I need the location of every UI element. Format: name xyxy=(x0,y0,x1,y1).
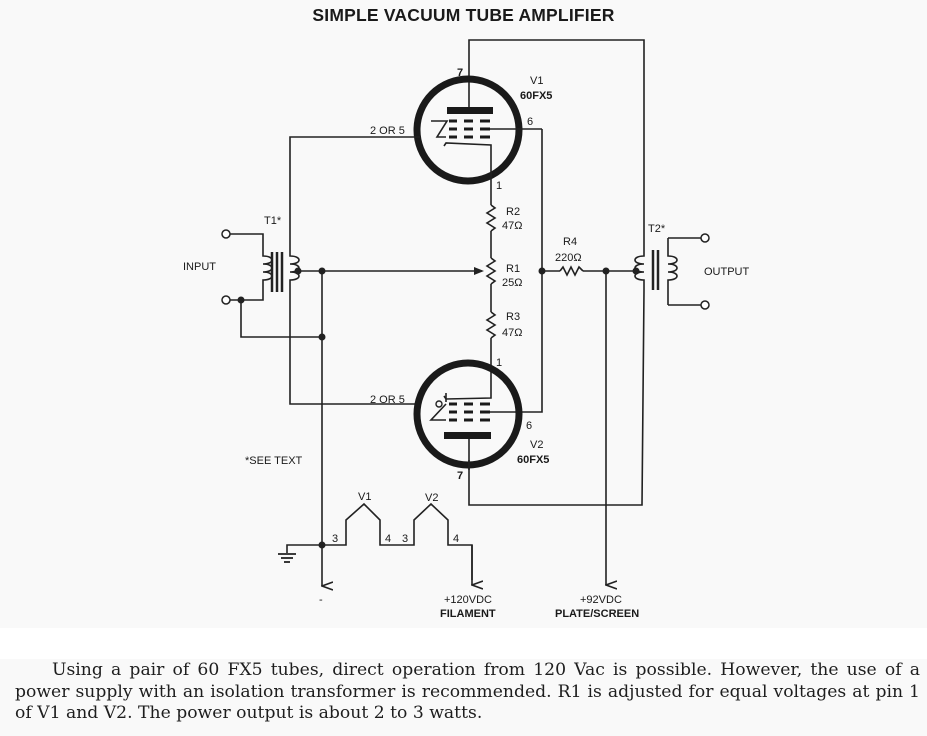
input-terminal-bottom xyxy=(221,295,231,305)
filament-supply-label: FILAMENT xyxy=(440,608,496,620)
separator-band xyxy=(0,628,927,659)
t2-ref-label: T2* xyxy=(648,223,666,235)
r3-value-label: 47Ω xyxy=(502,327,522,339)
r4-ref-label: R4 xyxy=(563,236,577,248)
node-input-return-bus xyxy=(318,333,326,341)
resistor-r4 xyxy=(559,265,584,277)
r1-value-label: 25Ω xyxy=(502,277,522,289)
output-terminal-bottom xyxy=(700,300,710,310)
wire-v1-plate-to-t2 xyxy=(468,39,645,252)
filament-chain xyxy=(322,502,473,580)
negative-supply-label: - xyxy=(319,594,323,606)
tube-v2-pin6-label: 6 xyxy=(526,420,532,432)
tube-v2-heater xyxy=(429,403,447,421)
tube-v1-pin6-label: 6 xyxy=(527,116,533,128)
tube-v1-ref-label: V1 xyxy=(530,75,543,87)
resistor-r1 xyxy=(485,257,497,285)
plate-voltage-label: +92VDC xyxy=(580,594,622,606)
tube-v2-grid-label: 2 OR 5 xyxy=(370,394,405,406)
wire-v1-grid xyxy=(289,136,420,252)
transformer-t1: T1* INPUT xyxy=(183,215,302,305)
tube-v2-pin1-label: 1 xyxy=(496,357,502,369)
caption-text: Using a pair of 60 FX5 tubes, direct ope… xyxy=(15,660,920,723)
tube-v1-cathode xyxy=(443,142,492,181)
ground-icon xyxy=(278,553,296,563)
filament-pin-v1-3: 3 xyxy=(332,533,338,545)
tube-v2-cathode xyxy=(443,375,492,400)
r1-wiper-arrow xyxy=(474,267,484,275)
r3-ref-label: R3 xyxy=(506,311,520,323)
tube-v1-plate xyxy=(447,107,493,114)
tube-v1-type-label: 60FX5 xyxy=(520,90,552,102)
filament-pin-v2-3: 3 xyxy=(402,533,408,545)
wire-input-return xyxy=(240,300,322,338)
tube-v2-type-label: 60FX5 xyxy=(517,454,549,466)
input-terminal-top xyxy=(221,229,231,239)
amplifier-schematic: 7 V1 60FX5 6 1 2 OR 5 R2 47Ω R1 25Ω R3 4… xyxy=(183,39,750,620)
wire-screen-bus xyxy=(490,129,543,413)
node-t1-ct xyxy=(294,267,302,275)
r1-ref-label: R1 xyxy=(506,263,520,275)
r2-ref-label: R2 xyxy=(506,206,520,218)
tube-v1-pin7-label: 7 xyxy=(457,67,463,79)
tube-v1-envelope xyxy=(413,75,523,185)
tube-v1-grids xyxy=(449,119,490,139)
input-label: INPUT xyxy=(183,261,216,273)
tube-v2-ref-label: V2 xyxy=(530,439,543,451)
r4-value-label: 220Ω xyxy=(555,252,582,264)
resistor-r2 xyxy=(485,204,497,232)
footnote-see-text: *SEE TEXT xyxy=(245,455,303,467)
transformer-t2: T2* OUTPUT xyxy=(634,223,750,310)
tube-v2-grids xyxy=(449,402,490,422)
tube-v1-grid-label: 2 OR 5 xyxy=(370,125,405,137)
filament-pin-v2-4: 4 xyxy=(453,533,459,545)
tube-v2-pin7-label: 7 xyxy=(457,470,463,482)
t1-ref-label: T1* xyxy=(264,215,282,227)
filament-voltage-label: +120VDC xyxy=(444,594,492,606)
r2-value-label: 47Ω xyxy=(502,220,522,232)
tube-v2-envelope xyxy=(413,359,523,469)
wire-v2-grid xyxy=(289,296,420,405)
output-label: OUTPUT xyxy=(704,266,750,278)
plate-supply-label: PLATE/SCREEN xyxy=(555,608,639,620)
caption: Using a pair of 60 FX5 tubes, direct ope… xyxy=(15,660,920,725)
tube-v1: 7 V1 60FX5 6 1 2 OR 5 xyxy=(370,67,552,192)
diagram-title: SIMPLE VACUUM TUBE AMPLIFIER xyxy=(312,5,615,25)
filament-v2-label: V2 xyxy=(425,492,438,504)
tube-v1-pin1-label: 1 xyxy=(496,180,502,192)
tube-v2: 1 2 OR 5 6 V2 60FX5 7 xyxy=(370,357,549,482)
resistor-r3 xyxy=(485,311,497,339)
tube-v2-plate xyxy=(444,432,491,439)
wire-t2-to-v2-plate xyxy=(468,289,645,506)
filament-v1-label: V1 xyxy=(358,491,371,503)
tube-v1-heater xyxy=(431,120,449,138)
filament-pin-v1-4: 4 xyxy=(385,533,391,545)
output-terminal-top xyxy=(700,233,710,243)
